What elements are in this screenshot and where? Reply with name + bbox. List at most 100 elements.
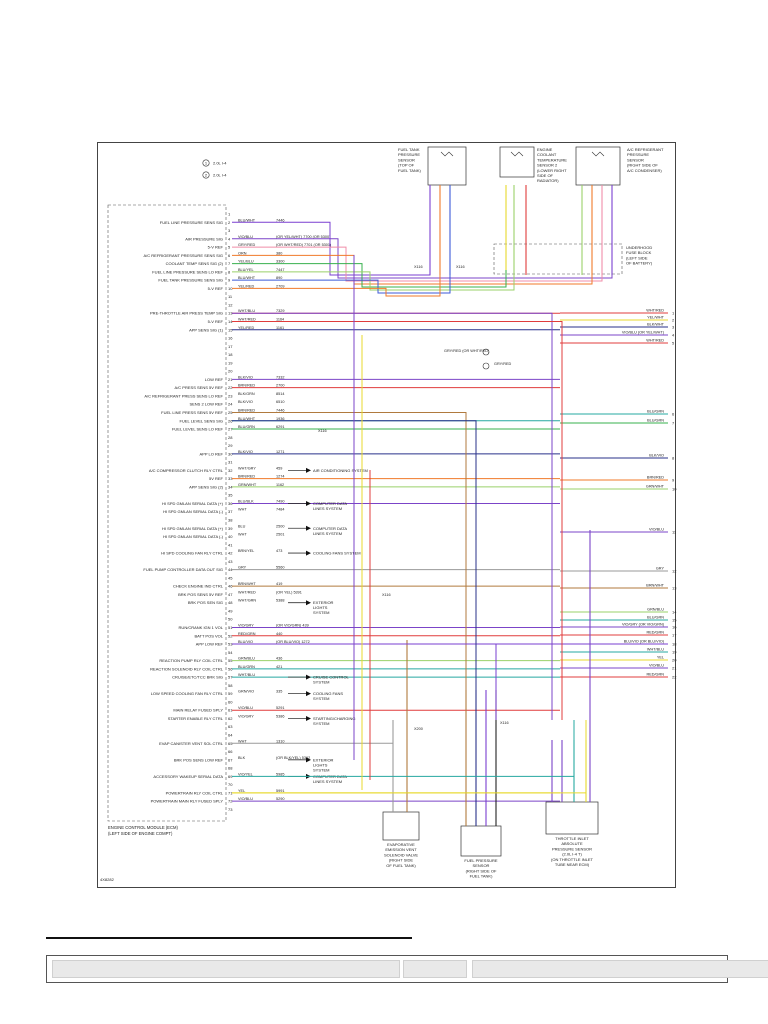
circuit-number: 6291 <box>276 425 284 429</box>
circuit-number: 5386 <box>276 714 284 718</box>
pin-label: FUEL LEVEL SENS LO REF <box>172 427 224 432</box>
wire-color-label: BRN/RED <box>238 475 255 479</box>
reference-number: 9 <box>672 478 675 483</box>
harness-wire <box>232 263 507 288</box>
reference-wire-color: VIO/GRY (OR VIO/GRN) <box>622 623 665 627</box>
reference-number: 10 <box>672 487 677 492</box>
pin-number: 28 <box>228 435 233 440</box>
ect-sensor-label: SIDE OF <box>537 173 554 178</box>
pin-label: PRE-THROTTLE AIR PRESS TEMP SIG <box>150 311 223 316</box>
pin-number: 72 <box>228 799 233 804</box>
connector-label: X116 <box>414 265 423 269</box>
pin-number: 9 <box>228 278 231 283</box>
reference-number: 2 <box>672 318 675 323</box>
wire-color-label: BLK/GRN <box>238 392 255 396</box>
wire-color-label: BLK/VIO <box>238 375 253 379</box>
tiap-sensor-label: (ON THROTTLE INLET <box>551 857 593 862</box>
ac-system-dest-label: AIR CONDITIONING SYSTEM <box>313 468 368 473</box>
pin-number: 44 <box>228 567 233 572</box>
reference-wire-color: GRN/WHT <box>646 485 665 489</box>
circuit-number: 421 <box>276 665 282 669</box>
pin-number: 73 <box>228 807 233 812</box>
wire-color-label: GRN/VIO <box>238 690 254 694</box>
connector-label: X200 <box>414 727 423 731</box>
pin-number: 18 <box>228 352 233 357</box>
long-harness-wire <box>232 720 587 794</box>
wire-color-label: BLK <box>238 756 246 760</box>
wire-color-label: WHT/BLU <box>238 673 255 677</box>
pin-label: APP SENS SIG (1) <box>189 327 224 332</box>
cruise-dest-arrow <box>306 674 311 680</box>
reference-number: 19 <box>672 650 677 655</box>
pin-number: 65 <box>228 741 233 746</box>
wire-color-label: YEL <box>238 789 245 793</box>
cruise-dest-label: CRUISE CONTROL <box>313 675 350 680</box>
circuit-number: 473 <box>276 549 282 553</box>
alt-marker <box>482 348 490 356</box>
cruise-dest-label: SYSTEM <box>313 680 329 685</box>
pin-number: 40 <box>228 534 233 539</box>
long-harness-wire <box>232 720 394 744</box>
ac-sensor-label: SENSOR <box>627 157 644 162</box>
circuit-number: 890 <box>276 276 282 280</box>
reference-wire-color: BLK/WHT <box>647 323 665 327</box>
pin-number: 20 <box>228 369 233 374</box>
circuit-number: 1162 <box>276 483 284 487</box>
wire-color-label: YEL/RED <box>238 284 255 288</box>
fuel-pressure-sensor-label: (RIGHT SIDE OF <box>466 868 497 873</box>
fuel-pressure-sensor-label: FUEL PRESSURE <box>464 858 498 863</box>
ac-sensor-label: PRESSURE <box>627 152 649 157</box>
footer-rule <box>46 937 412 939</box>
pin-number: 47 <box>228 592 233 597</box>
ect-sensor-label: RADIATOR) <box>537 178 559 183</box>
reference-wire-color: YEL <box>657 656 664 660</box>
wire-color-label: YEL/RED <box>238 326 255 330</box>
circuit-number: 1271 <box>276 450 284 454</box>
pin-number: 17 <box>228 344 233 349</box>
pin-number: 1 <box>228 212 231 217</box>
wire-color-label: VIO/GRY <box>238 624 254 628</box>
circuit-number: 1161 <box>276 326 284 330</box>
pin-label: REACTION SOLENOID RLY COIL CTRL <box>150 666 224 671</box>
wire-color-label: BRN/YEL <box>238 549 254 553</box>
pin-label: HI SPD GMLAN SERIAL DATA (-) <box>163 509 224 514</box>
evap-valve-box <box>382 811 420 841</box>
legend-num: 2 <box>205 173 208 178</box>
fuel-tank-sensor-label: FUEL TANK <box>398 147 420 152</box>
circuit-number: (OR YEL) 5391 <box>276 590 302 594</box>
wire-color-label: WHT/GRN <box>238 599 256 603</box>
pin-label: STARTER ENABLE RLY CTRL <box>168 716 224 721</box>
connector-label: X116 <box>456 265 465 269</box>
harness-wire <box>232 270 441 297</box>
footer-cell-b <box>403 960 467 978</box>
fuel-pressure-sensor-label: SENSOR <box>473 863 490 868</box>
fuel-tank-sensor-symbol <box>440 151 454 157</box>
reference-wire-color: RED/GRN <box>646 631 664 635</box>
wire-color-label: BLU/WHT <box>238 417 256 421</box>
pin-number: 60 <box>228 699 233 704</box>
pin-number: 70 <box>228 782 233 787</box>
pin-number: 56 <box>228 666 233 671</box>
connector-label: X116 <box>382 593 391 597</box>
pin-number: 2 <box>228 220 231 225</box>
pin-label: HI SPD COOLING FAN RLY CTRL <box>161 551 224 556</box>
pin-number: 71 <box>228 790 233 795</box>
pin-number: 25 <box>228 410 233 415</box>
fuse-block-label: (LEFT SIDE <box>626 255 648 260</box>
pin-label: REACTION PUMP RLY COIL CTRL <box>159 658 223 663</box>
pin-label: LOW REF <box>205 377 224 382</box>
wire-color-label: GRN/WHT <box>238 483 257 487</box>
pin-number: 39 <box>228 526 233 531</box>
pin-label: A/C COMPRESSOR CLUTCH RLY CTRL <box>149 468 224 473</box>
reference-wire-color: GRN/BLU <box>647 608 664 612</box>
wire-color-label: BLU/VIO <box>238 640 253 644</box>
fuse-block-outline <box>493 243 623 275</box>
evap-valve-label: EMISSION VENT <box>385 847 417 852</box>
pin-number: 54 <box>228 650 233 655</box>
wire-color-label: BLK/VIO <box>238 450 253 454</box>
exterior-lights-1-dest-arrow <box>306 600 311 606</box>
pin-number: 62 <box>228 716 233 721</box>
ect-sensor-label: TEMPERATURE <box>537 157 567 162</box>
exterior-lights-1-dest-label: EXTERIOR <box>313 600 334 605</box>
pin-label: EVAP CANISTER VENT SOL CTRL <box>159 741 224 746</box>
